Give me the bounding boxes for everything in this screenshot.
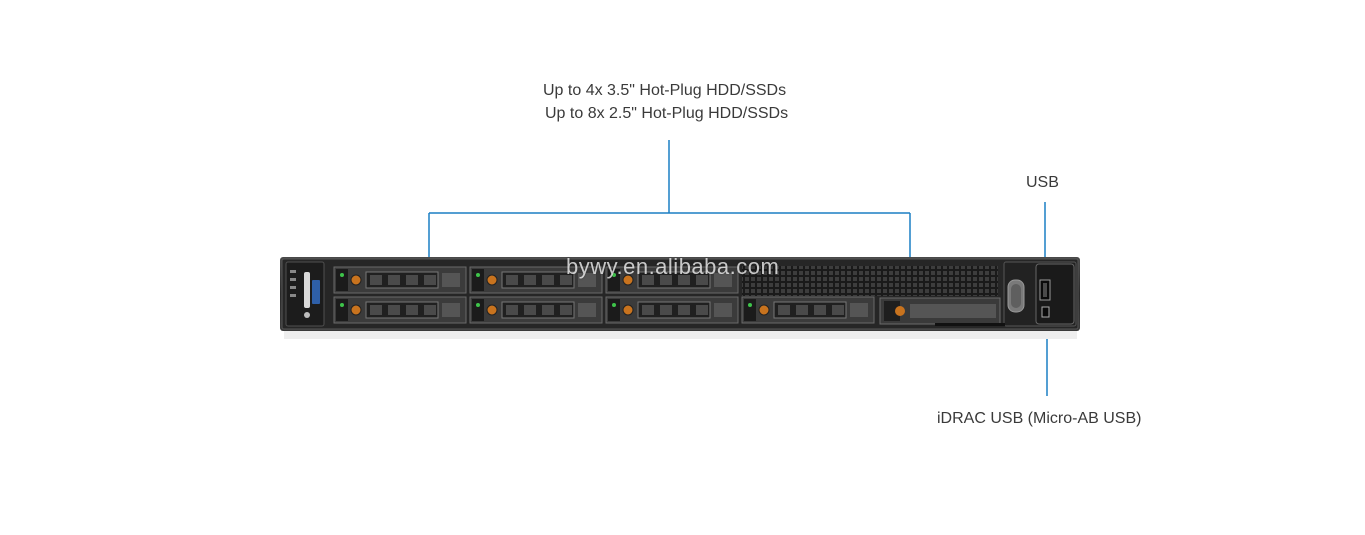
bottom-plate <box>935 323 1005 326</box>
right-drive-bay <box>879 297 1001 325</box>
drive-bays <box>333 266 875 324</box>
usb-callout-text: USB <box>1026 174 1059 191</box>
left-control-panel <box>285 261 325 327</box>
drive-bay <box>605 266 739 294</box>
idrac-micro-usb-port-icon <box>1041 306 1050 318</box>
usb-port-icon <box>1039 279 1051 301</box>
drives-callout-text-3-5: Up to 4x 3.5" Hot-Plug HDD/SSDs <box>543 82 787 99</box>
drives-callout-text-2-5: Up to 8x 2.5" Hot-Plug HDD/SSDs <box>545 105 789 122</box>
drive-bay <box>469 266 603 294</box>
drive-bay <box>741 296 875 324</box>
front-vent <box>742 266 998 296</box>
drive-bay <box>333 266 467 294</box>
drive-bay <box>333 296 467 324</box>
idrac-usb-callout-text: iDRAC USB (Micro-AB USB) <box>937 410 1142 427</box>
watermark-text: bywy.en.alibaba.com <box>566 254 780 279</box>
drive-bay <box>469 296 603 324</box>
drive-bay <box>605 296 739 324</box>
server-reflection <box>284 331 1077 339</box>
